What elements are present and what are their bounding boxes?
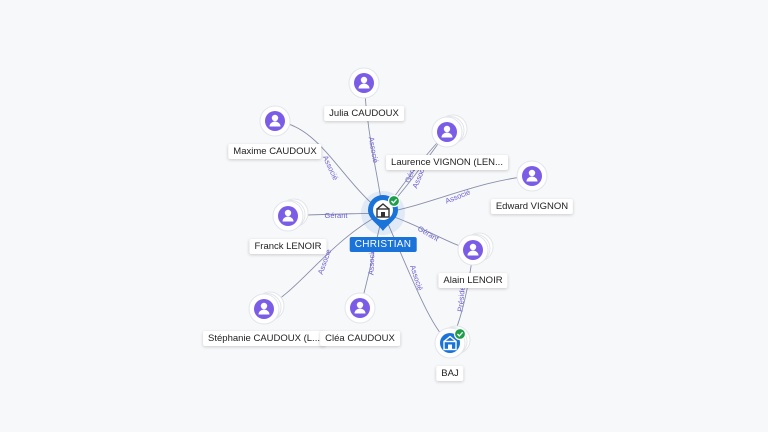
person-icon	[258, 302, 270, 315]
edge-label: Gérant	[416, 224, 441, 244]
person-icon	[358, 76, 370, 89]
building-icon	[376, 203, 390, 218]
node-laurence[interactable]	[431, 114, 468, 148]
verified-badge-icon	[387, 194, 401, 208]
node-label-edward[interactable]: Edward VIGNON	[490, 199, 574, 214]
node-maxime[interactable]	[259, 105, 291, 137]
node-julia[interactable]	[348, 67, 380, 99]
person-icon	[354, 301, 366, 314]
edge-label: Gérant	[325, 211, 349, 220]
edge-label: Associé	[444, 187, 472, 205]
node-label-maxime[interactable]: Maxime CAUDOUX	[228, 144, 322, 159]
edge-label: Associé	[367, 136, 380, 163]
person-icon	[441, 125, 453, 138]
verified-badge-icon	[453, 327, 467, 341]
person-icon	[269, 114, 281, 127]
edge-label: Associé	[408, 264, 425, 292]
node-edward[interactable]	[516, 160, 548, 192]
edge-label: Associé	[367, 249, 377, 276]
node-baj[interactable]	[434, 325, 471, 359]
edge-label: Président	[456, 279, 468, 312]
building-icon	[443, 335, 457, 351]
node-label-alain[interactable]: Alain LENOIR	[438, 273, 508, 288]
node-label-clea[interactable]: Cléa CAUDOUX	[320, 331, 400, 346]
node-label-stephanie[interactable]: Stéphanie CAUDOUX (L...	[203, 331, 325, 346]
node-stephanie[interactable]	[248, 291, 285, 325]
node-label-baj[interactable]: BAJ	[436, 366, 464, 381]
node-clea[interactable]	[344, 292, 376, 324]
center-node-label[interactable]: CHRISTIAN	[349, 237, 417, 252]
person-icon	[467, 243, 479, 256]
person-icon	[282, 209, 294, 222]
edge-label: Associé	[321, 154, 340, 182]
person-icon	[526, 169, 538, 182]
node-label-franck[interactable]: Franck LENOIR	[249, 239, 327, 254]
node-label-laurence[interactable]: Laurence VIGNON (LEN...	[386, 155, 508, 170]
node-franck[interactable]	[272, 198, 309, 232]
center-node[interactable]	[361, 191, 405, 235]
node-alain[interactable]	[457, 232, 494, 266]
node-label-julia[interactable]: Julia CAUDOUX	[324, 106, 404, 121]
